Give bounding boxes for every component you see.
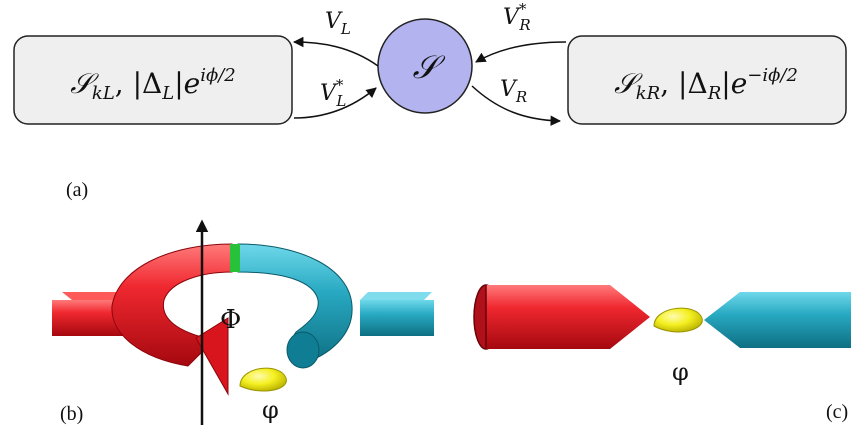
caption-c: (c) [826, 401, 848, 423]
right-lead-box [567, 35, 847, 125]
cyan-lead-body [360, 300, 434, 336]
label-vl: VL [325, 9, 351, 38]
label-vr: VR [500, 77, 527, 106]
quantum-dot-b [239, 367, 287, 392]
junction-green [230, 244, 240, 272]
red-ring-tip [195, 317, 229, 396]
phase-label-c: φ [672, 358, 689, 386]
flux-label: Φ [220, 305, 241, 335]
caption-b: (b) [60, 403, 83, 425]
cyan-cylinder-body [740, 292, 851, 348]
cyan-ring-end [286, 331, 320, 369]
phase-label-b: φ [262, 396, 279, 424]
panel-c: φ (c) [473, 284, 851, 423]
left-lead-box [13, 35, 293, 125]
arrow-vr-star [475, 41, 567, 63]
arrow-vr [471, 85, 562, 126]
panel-a: 𝒮kL, |ΔL|eiϕ/2 𝒮 𝒮kR, |ΔR|e−iϕ/2 VL V*L … [13, 0, 847, 201]
red-cylinder-body [486, 285, 610, 349]
arrow-vl [292, 36, 379, 67]
right-lead-label: 𝒮kR, |ΔR|e−iϕ/2 [614, 65, 798, 104]
label-vr-star: V*R [503, 0, 531, 34]
label-vl-star: V*L [320, 76, 346, 110]
red-cylinder-tip [610, 285, 650, 349]
cyan-lead-top [360, 292, 432, 300]
panel-b: Φ φ (b) [52, 219, 434, 425]
caption-a: (a) [66, 179, 88, 201]
quantum-dot-c [653, 307, 703, 333]
cyan-cylinder-tip [704, 292, 740, 348]
arrow-vl-star [293, 87, 377, 119]
